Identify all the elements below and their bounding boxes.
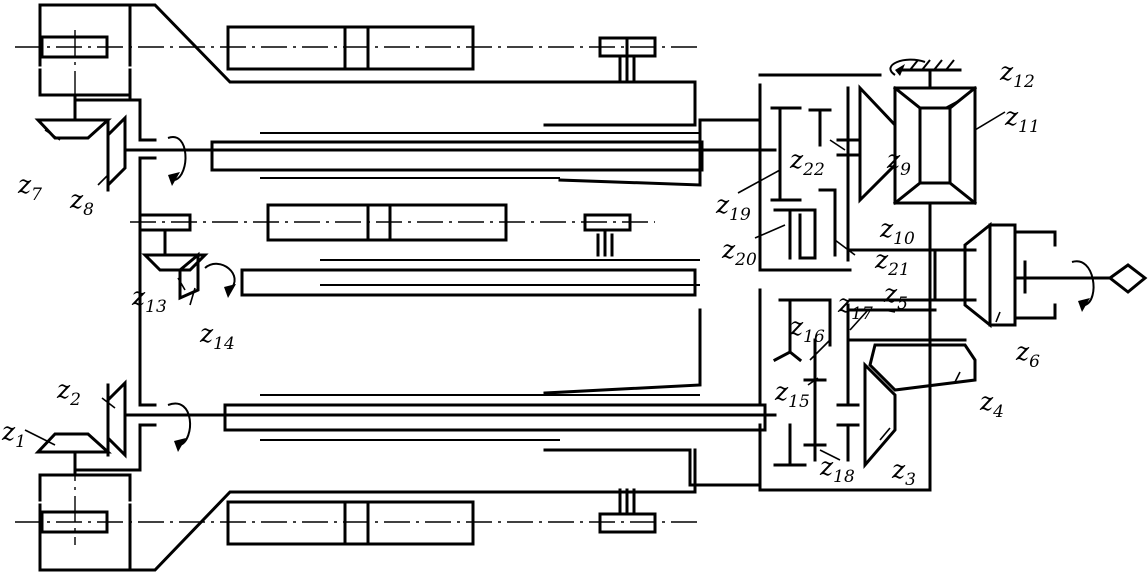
- upper-housing: [38, 3, 697, 127]
- bevel-gear-z4: [868, 343, 977, 392]
- label-z10: z10: [879, 214, 915, 249]
- label-z15: z15: [774, 377, 810, 412]
- label-z18: z18: [819, 452, 855, 487]
- leader-lines: [24, 99, 1006, 461]
- lower-housing: [38, 448, 697, 572]
- upper-shaft: [153, 118, 777, 187]
- label-z19: z19: [715, 190, 751, 225]
- label-z4: z4: [979, 387, 1004, 422]
- bevel-gear-z2: [106, 379, 157, 459]
- label-z16: z16: [789, 312, 825, 347]
- lower-gearbox: [758, 288, 967, 492]
- fixed-ground-z12: [889, 58, 962, 76]
- label-z21: z21: [874, 245, 910, 280]
- bevel-gear-z1: [34, 432, 112, 454]
- label-z13: z13: [131, 282, 167, 317]
- center-lines: [15, 30, 700, 545]
- bevel-gear-z3: [863, 361, 897, 470]
- label-z17: z17: [837, 289, 873, 324]
- label-z1: z1: [1, 417, 26, 452]
- bevel-gear-z8: [106, 114, 157, 189]
- lower-shaft: [153, 308, 777, 487]
- middle-shaft: [138, 203, 700, 301]
- label-z6: z6: [1015, 337, 1040, 372]
- label-z20: z20: [721, 235, 757, 270]
- label-z2: z2: [56, 375, 81, 410]
- left-frame: [73, 93, 157, 477]
- label-z8: z8: [69, 185, 94, 220]
- bevel-gear-z7: [34, 118, 112, 192]
- upper-gearbox: [758, 73, 882, 272]
- label-z7: z7: [17, 170, 42, 205]
- label-z9: z9: [886, 145, 911, 180]
- label-z12: z12: [999, 57, 1035, 92]
- label-z14: z14: [199, 319, 235, 354]
- label-z11: z11: [1004, 102, 1040, 137]
- label-z3: z3: [891, 455, 916, 490]
- ring-gear-z11: [892, 68, 978, 206]
- label-z5: z5: [883, 279, 908, 314]
- bevel-gear-z9: [858, 84, 897, 204]
- label-z22: z22: [789, 145, 825, 180]
- gear-labels: z1 z2 z3 z4 z5 z6 z7 z8 z9 z10 z11 z12 z13 z14 z15 z16 z…: [1, 57, 1040, 490]
